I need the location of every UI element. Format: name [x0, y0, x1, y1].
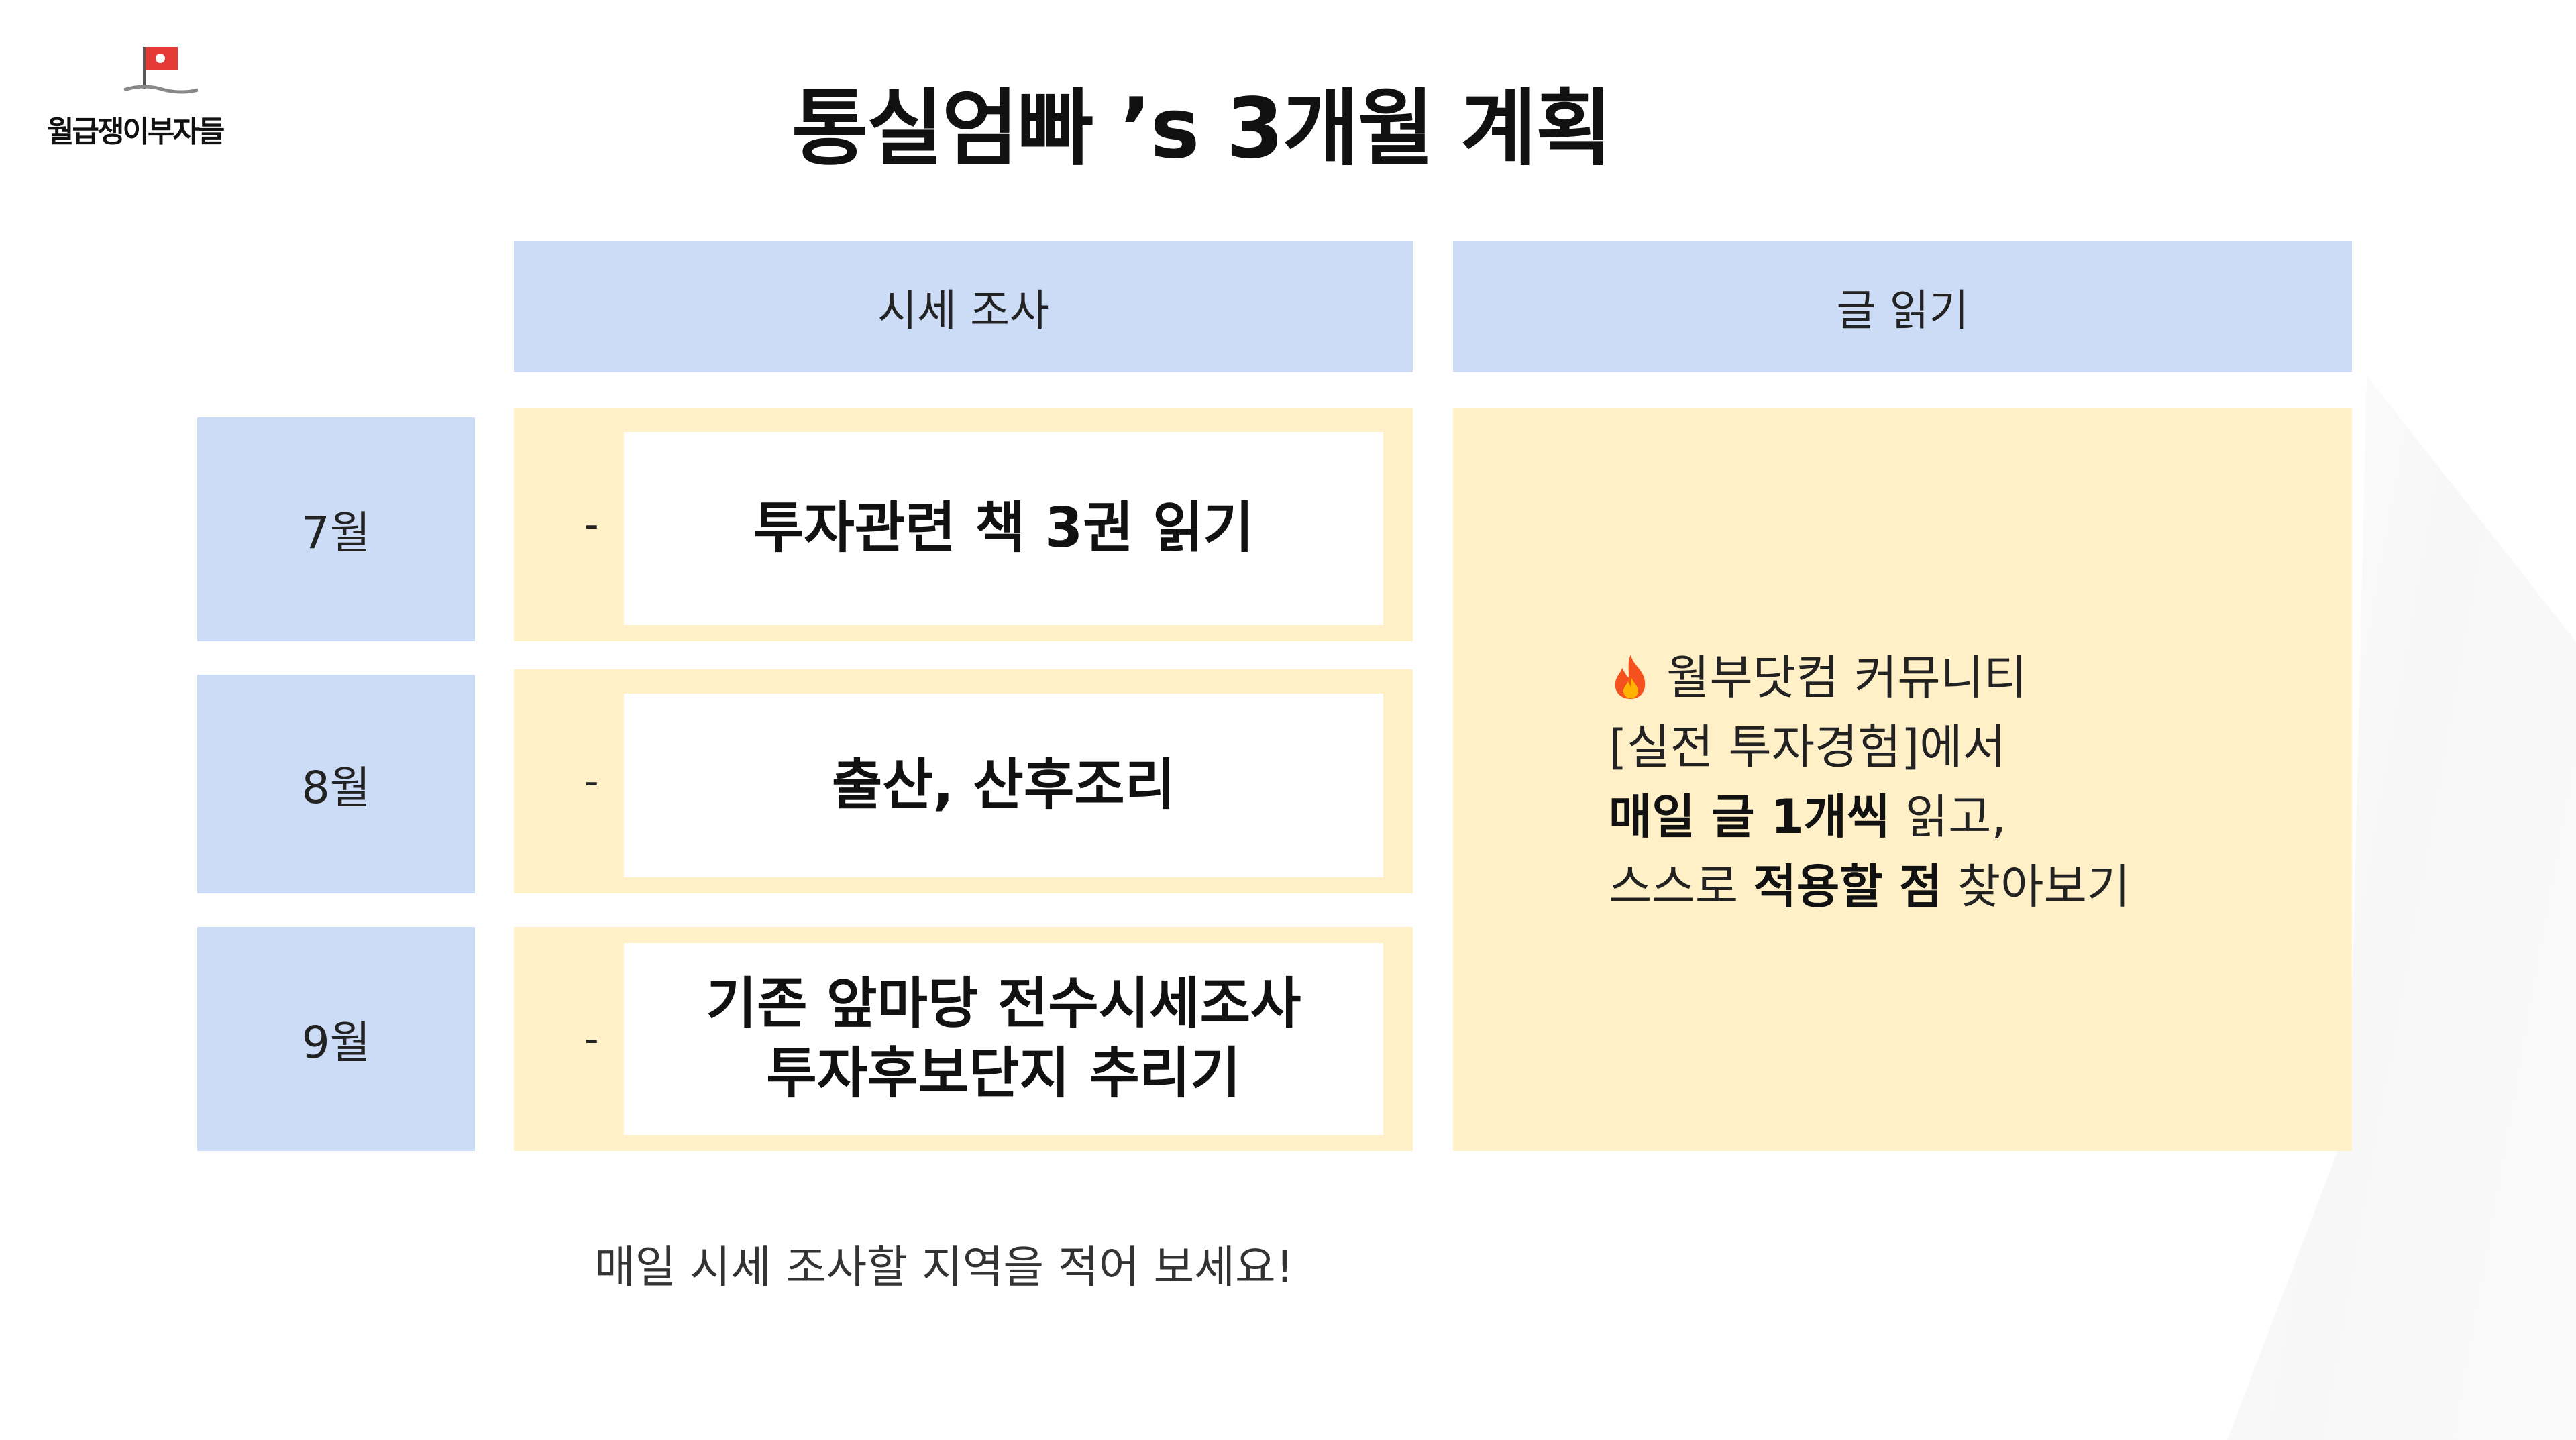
header-price-survey: 시세 조사	[514, 241, 1413, 372]
bullet-dash: -	[584, 501, 599, 548]
task-row-august: - 출산, 산후조리	[514, 669, 1413, 893]
logo-text: 월급쟁이부자들	[47, 115, 225, 149]
reading-emphasis-apply: 적용할 점	[1753, 859, 1943, 914]
month-label-august: 8월	[197, 675, 475, 893]
reading-line-1: 월부닷컴 커뮤니티	[1609, 643, 2320, 712]
flag-icon	[124, 47, 198, 94]
reading-text-find: 찾아보기	[1942, 859, 2131, 914]
bullet-dash: -	[584, 758, 599, 805]
reading-plan-box: 월부닷컴 커뮤니티 [실전 투자경험]에서 매일 글 1개씩 읽고, 스스로 적…	[1453, 408, 2352, 1151]
brand-logo: 월급쟁이부자들	[47, 40, 275, 154]
fire-icon	[1615, 655, 1646, 699]
task-text-line-1: 기존 앞마당 전수시세조사	[706, 972, 1301, 1036]
reading-plan-text: 월부닷컴 커뮤니티 [실전 투자경험]에서 매일 글 1개씩 읽고, 스스로 적…	[1609, 643, 2320, 922]
reading-text-read: 읽고,	[1890, 789, 2006, 844]
task-row-september: - 기존 앞마당 전수시세조사 투자후보단지 추리기	[514, 927, 1413, 1151]
community-name: 월부닷컴 커뮤니티	[1666, 650, 2027, 705]
reading-line-2: [실전 투자경험]에서	[1609, 720, 2006, 775]
task-box: 기존 앞마당 전수시세조사 투자후보단지 추리기	[624, 943, 1383, 1135]
reading-line-4: 스스로 적용할 점 찾아보기	[1609, 852, 2320, 922]
footer-instruction: 매일 시세 조사할 지역을 적어 보세요!	[594, 1241, 1294, 1293]
task-box: 투자관련 책 3권 읽기	[624, 432, 1383, 625]
task-text: 출산, 산후조리	[831, 753, 1176, 817]
bullet-dash: -	[584, 1015, 599, 1062]
task-row-july: - 투자관련 책 3권 읽기	[514, 408, 1413, 641]
month-label-july: 7월	[197, 417, 475, 641]
task-box: 출산, 산후조리	[624, 694, 1383, 877]
header-reading: 글 읽기	[1453, 241, 2352, 372]
reading-text-self: 스스로	[1609, 859, 1754, 914]
reading-line-3: 매일 글 1개씩 읽고,	[1609, 782, 2320, 852]
task-text: 투자관련 책 3권 읽기	[753, 496, 1254, 560]
page-title: 통실엄빠 ’s 3개월 계획	[792, 80, 1612, 177]
reading-emphasis-daily: 매일 글 1개씩	[1609, 789, 1890, 844]
month-label-september: 9월	[197, 927, 475, 1151]
task-text-line-2: 투자후보단지 추리기	[766, 1042, 1241, 1105]
